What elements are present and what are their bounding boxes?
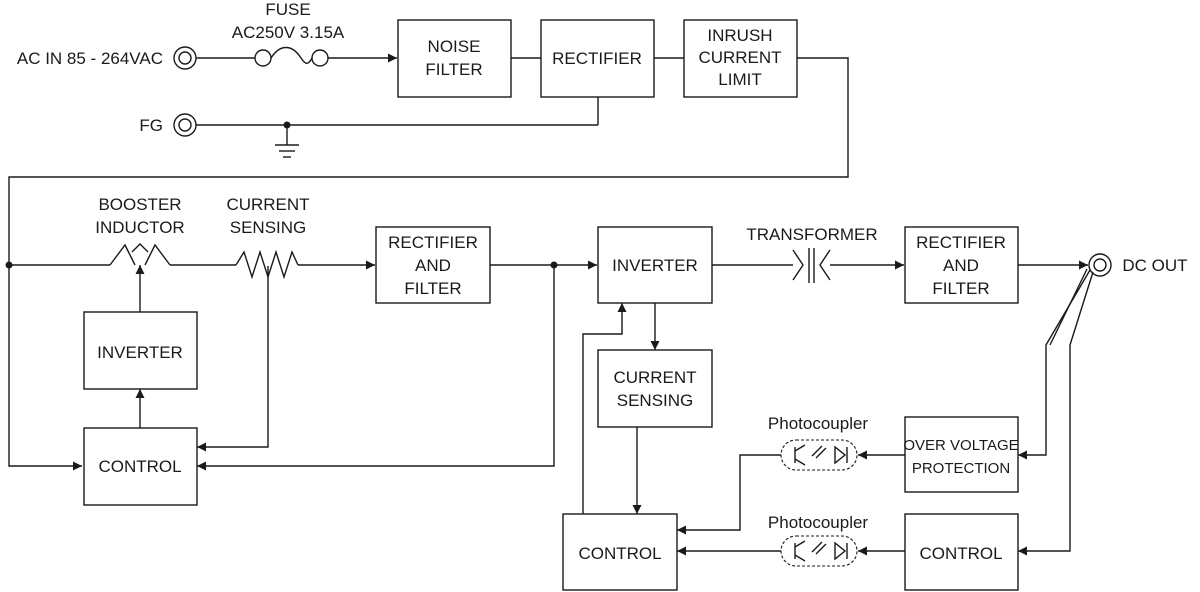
control-bottom-line1: CONTROL: [578, 544, 661, 563]
inverter-main-line1: INVERTER: [612, 256, 698, 275]
inrush-to-bus-wire: [8, 57, 849, 471]
rf-mid-line2: AND: [415, 256, 451, 275]
dc-out-terminal: [1088, 253, 1112, 277]
control-right-block: [904, 513, 1019, 591]
photocoupler-upper-label: Photocoupler: [768, 414, 869, 433]
current-sensing-box-line1: CURRENT: [613, 368, 696, 387]
inverter-left-line1: INVERTER: [97, 343, 183, 362]
inrush-line2: CURRENT: [698, 48, 781, 67]
rf-out-line1: RECTIFIER: [916, 233, 1006, 252]
fuse-symbol: [196, 46, 397, 67]
dc-out-label: DC OUT: [1122, 256, 1187, 275]
control-to-inverter-wire: [582, 303, 627, 514]
dc-out-control-wire: [1018, 271, 1094, 556]
ovp-line1: OVER VOLTAGE: [903, 437, 1018, 454]
inverter-left-block: [83, 311, 198, 390]
fuse-rating: AC250V 3.15A: [232, 23, 345, 42]
current-sensing-label-2: SENSING: [230, 218, 307, 237]
inverter-main-block: [597, 226, 713, 304]
photocoupler-lower-symbol: [780, 535, 858, 567]
photocoupler-upper-output-wire: [677, 454, 781, 535]
current-sensing-resistor-symbol: [235, 249, 375, 280]
control-right-line1: CONTROL: [919, 544, 1002, 563]
transformer-symbol: [712, 248, 904, 283]
rf-mid-line3: FILTER: [404, 279, 461, 298]
booster-label-2: INDUCTOR: [95, 218, 184, 237]
rectifier-filter-out-block: [904, 226, 1019, 304]
rf-mid-line1: RECTIFIER: [388, 233, 478, 252]
dc-bus-feedback-wire: [197, 265, 555, 471]
transformer-label: TRANSFORMER: [746, 225, 877, 244]
current-sensing-block: [597, 349, 713, 428]
dc-out-ovp-wire: [1018, 269, 1091, 460]
control-left-block: [83, 427, 198, 506]
control-left-line1: CONTROL: [98, 457, 181, 476]
rf-out-line3: FILTER: [932, 279, 989, 298]
fuse-title: FUSE: [265, 0, 310, 19]
photocoupler-lower-label: Photocoupler: [768, 513, 869, 532]
rectifier-filter-mid-block: [375, 226, 491, 304]
ovp-line2: PROTECTION: [912, 460, 1010, 477]
fg-terminal: [173, 113, 197, 137]
ground-icon: [275, 144, 299, 158]
ac-in-terminal: [173, 46, 197, 70]
photocoupler-upper-symbol: [780, 439, 858, 471]
fg-label: FG: [139, 116, 163, 135]
inrush-line3: LIMIT: [718, 70, 761, 89]
booster-label-1: BOOSTER: [98, 195, 181, 214]
current-sensing-label-1: CURRENT: [226, 195, 309, 214]
rectifier-top-line1: RECTIFIER: [552, 49, 642, 68]
fg-wiring: [196, 97, 599, 145]
current-sensing-box-line2: SENSING: [617, 391, 694, 410]
booster-inductor-symbol: [109, 243, 236, 266]
ac-in-label: AC IN 85 - 264VAC: [17, 49, 163, 68]
noise-filter-line1: NOISE: [428, 37, 481, 56]
noise-filter-block: [397, 19, 512, 98]
rf-out-line2: AND: [943, 256, 979, 275]
inrush-current-limit-block: [683, 19, 798, 98]
over-voltage-protection-block: [904, 416, 1019, 493]
inrush-line1: INRUSH: [707, 26, 772, 45]
current-sense-feedback-wire: [197, 266, 269, 452]
noise-filter-line2: FILTER: [425, 60, 482, 79]
